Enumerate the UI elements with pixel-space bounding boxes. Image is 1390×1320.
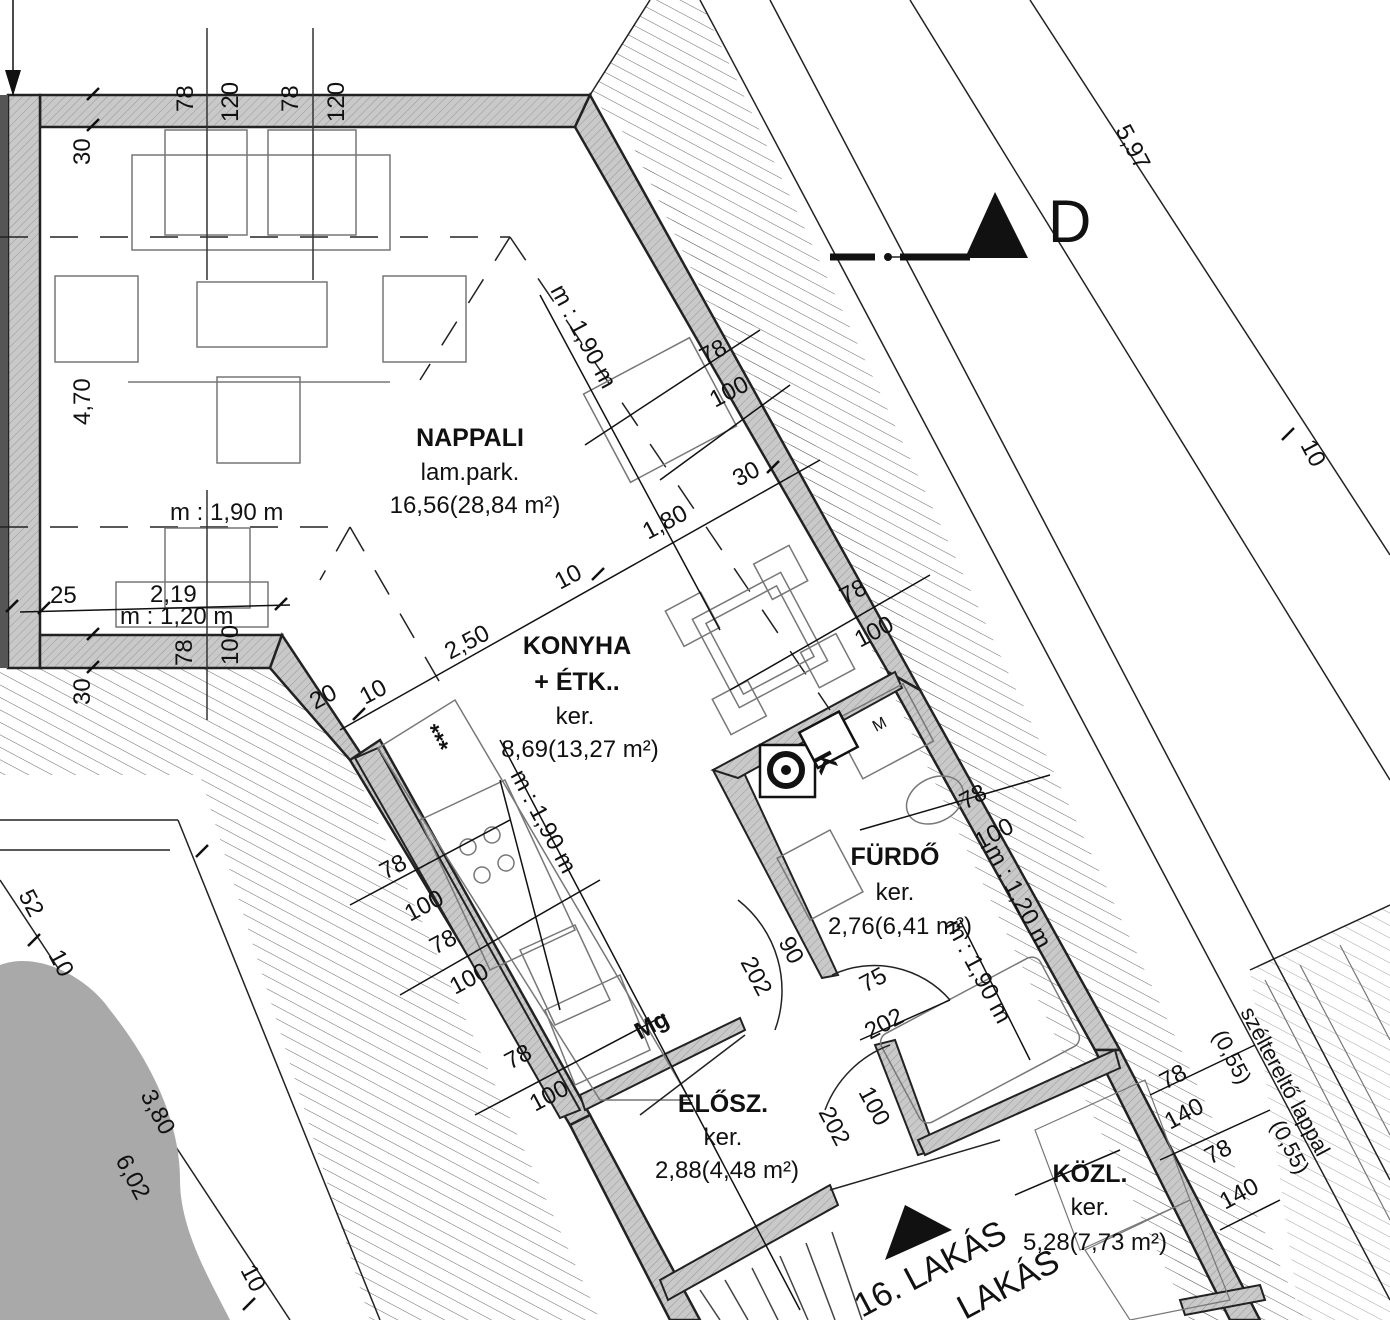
height-2: m : 1,90 m: [170, 499, 283, 526]
staircase: [699, 1231, 863, 1320]
dim-120b: 120: [323, 82, 350, 122]
room-furdo-floor: ker.: [876, 879, 915, 906]
room-eloszoba-area: 2,88(4,48 m²): [655, 1157, 799, 1184]
dim-52: 52: [13, 885, 49, 921]
stars-label: ***: [417, 720, 454, 758]
bath-fixtures: [776, 682, 1081, 1124]
room-konyha-name2: + ÉTK..: [534, 667, 619, 696]
dining-table: [664, 544, 856, 736]
dim-30c: 30: [728, 456, 764, 492]
room-konyha-area: 8,69(13,27 m²): [501, 736, 658, 763]
dim-597: 5,97: [1110, 120, 1156, 174]
room-kozlekedo-floor: ker.: [1071, 1194, 1110, 1221]
door-swings: [639, 899, 1001, 1191]
dim-75: 75: [855, 962, 891, 998]
dim-120a: 120: [217, 82, 244, 122]
dim-10b: 10: [550, 559, 586, 595]
tick-marks: [5, 87, 1295, 1311]
terrain-blob: [0, 961, 230, 1320]
dim-470: 4,70: [69, 378, 96, 425]
height-4: m : 1,20 m: [120, 603, 233, 630]
unit-arrow-icon: [885, 1205, 952, 1260]
dim-100j: 100: [853, 1082, 896, 1130]
dim-78a: 78: [172, 85, 199, 112]
roof-hatch-bottom-right: [1250, 905, 1390, 1320]
kitchen-m-label: M: [870, 714, 890, 735]
dim-10e: 10: [235, 1260, 271, 1296]
dim-30a: 30: [69, 138, 96, 165]
room-eloszoba-name: ELŐSZ.: [678, 1089, 768, 1118]
height-6: m : 1,90 m: [940, 915, 1017, 1028]
dim-78c: 78: [171, 639, 198, 666]
room-nappali-floor: lam.park.: [421, 459, 520, 486]
dim-202b: 202: [860, 1003, 908, 1046]
room-nappali-name: NAPPALI: [416, 424, 524, 452]
living-furniture: [54, 129, 738, 628]
section-letter: D: [1048, 188, 1091, 255]
roof-hatch-left: [0, 668, 600, 1320]
dim-lines: [19, 294, 1281, 1311]
room-kozlekedo-area: 5,28(7,73 m²): [1023, 1229, 1167, 1256]
room-konyha-name1: KONYHA: [523, 632, 631, 660]
dim-202a: 202: [735, 952, 778, 1000]
landing-grid: [1034, 944, 1390, 1320]
roof-hatch-right: [590, 0, 1305, 1320]
gas-meter-label: Mg: [630, 1005, 673, 1045]
chimney-icon: [758, 709, 860, 799]
dim-100c: 100: [217, 625, 244, 665]
room-furdo-name: FÜRDŐ: [851, 842, 940, 871]
room-konyha-floor: ker.: [556, 703, 595, 730]
dim-180: 1,80: [638, 500, 692, 546]
partition-walls: [353, 670, 1267, 1317]
section-marker-left: [5, 0, 21, 96]
skylight-lines: [206, 28, 314, 720]
dim-10c: 10: [1295, 435, 1331, 471]
room-furdo-area: 2,76(6,41 m²): [828, 913, 972, 940]
room-eloszoba-floor: ker.: [704, 1124, 743, 1151]
room-kozlekedo-name: KÖZL.: [1053, 1159, 1128, 1188]
dim-30b: 30: [69, 678, 96, 705]
dim-219: 2,19: [150, 581, 197, 608]
dim-202c: 202: [813, 1102, 856, 1150]
dim-25: 25: [50, 582, 77, 609]
room-nappali-area: 16,56(28,84 m²): [390, 492, 561, 519]
dim-78b: 78: [277, 85, 304, 112]
section-d-icon: [830, 192, 1028, 261]
